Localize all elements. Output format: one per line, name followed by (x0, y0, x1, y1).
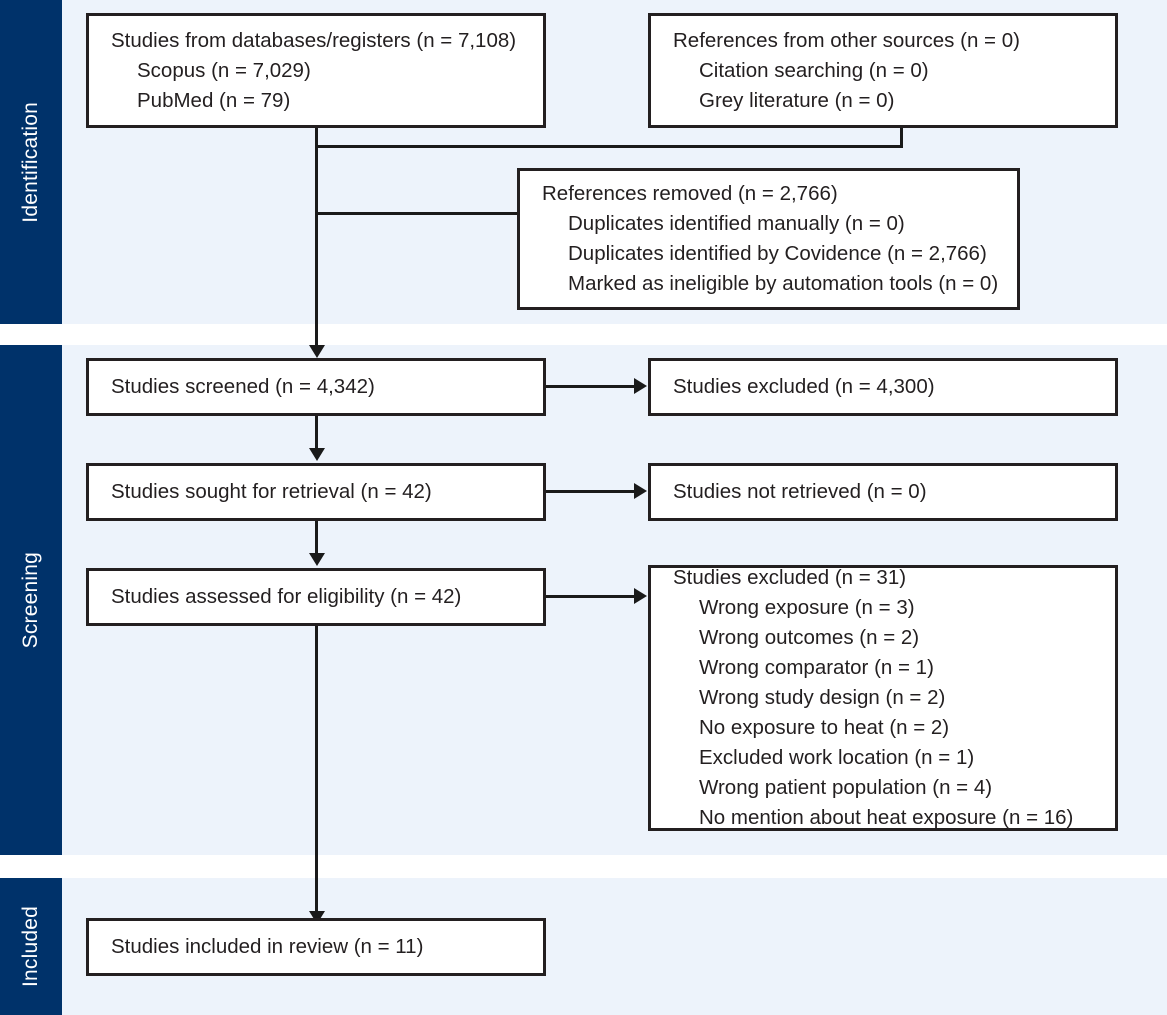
section-label-screening-text: Screening (19, 551, 42, 649)
arrowhead-studies-excluded-eligibility (634, 588, 647, 604)
box-other-sources[interactable]: References from other sources (n = 0) Ci… (648, 13, 1118, 128)
box-studies-included-line-0: Studies included in review (n = 11) (111, 935, 424, 958)
connector-screened-to-excluded (546, 385, 636, 388)
box-excluded-eligibility-line-7: Wrong patient population (n = 4) (699, 776, 993, 799)
box-excluded-eligibility-line-0: Studies excluded (n = 31) (673, 566, 907, 589)
arrowhead-studies-not-retrieved (634, 483, 647, 499)
connector-merge-down (315, 145, 318, 344)
connector-assessed-to-excluded (546, 595, 636, 598)
box-databases-line-2: PubMed (n = 79) (137, 88, 291, 112)
section-label-screening: Screening (0, 345, 62, 855)
box-databases-line-1: Scopus (n = 7,029) (137, 58, 311, 82)
box-other-sources-line-0: References from other sources (n = 0) (673, 28, 1020, 52)
box-references-removed-line-0: References removed (n = 2,766) (542, 182, 838, 205)
arrowhead-studies-excluded-screening (634, 378, 647, 394)
section-label-included-text: Included (19, 906, 42, 987)
section-label-identification-text: Identification (19, 101, 42, 223)
box-studies-assessed-for-eligibility[interactable]: Studies assessed for eligibility (n = 42… (86, 568, 546, 626)
box-references-removed-line-1: Duplicates identified manually (n = 0) (568, 212, 905, 235)
section-label-included: Included (0, 878, 62, 1015)
connector-screened-to-sought (315, 416, 318, 448)
box-databases-line-0: Studies from databases/registers (n = 7,… (111, 28, 517, 52)
box-other-sources-line-2: Grey literature (n = 0) (699, 88, 895, 112)
box-studies-screened-line-0: Studies screened (n = 4,342) (111, 375, 375, 398)
box-excluded-eligibility-line-2: Wrong outcomes (n = 2) (699, 626, 920, 649)
box-excluded-eligibility-line-3: Wrong comparator (n = 1) (699, 656, 934, 679)
box-studies-excluded-screening-line-0: Studies excluded (n = 4,300) (673, 375, 935, 398)
box-studies-screened[interactable]: Studies screened (n = 4,342) (86, 358, 546, 416)
arrowhead-studies-assessed (309, 553, 325, 566)
box-studies-sought-for-retrieval[interactable]: Studies sought for retrieval (n = 42) (86, 463, 546, 521)
box-other-sources-line-1: Citation searching (n = 0) (699, 58, 929, 82)
box-excluded-eligibility-line-1: Wrong exposure (n = 3) (699, 596, 915, 619)
box-excluded-eligibility-line-6: Excluded work location (n = 1) (699, 746, 975, 769)
box-studies-included-in-review[interactable]: Studies included in review (n = 11) (86, 918, 546, 976)
box-studies-sought-line-0: Studies sought for retrieval (n = 42) (111, 480, 432, 503)
section-label-identification: Identification (0, 0, 62, 324)
arrowhead-studies-sought (309, 448, 325, 461)
connector-other-sources-stub (900, 127, 903, 148)
connector-to-references-removed (315, 212, 530, 215)
box-studies-assessed-line-0: Studies assessed for eligibility (n = 42… (111, 585, 462, 608)
connector-sought-to-assessed (315, 521, 318, 553)
arrowhead-studies-screened (309, 345, 325, 358)
box-excluded-eligibility-line-4: Wrong study design (n = 2) (699, 686, 946, 709)
box-references-removed-line-2: Duplicates identified by Covidence (n = … (568, 242, 987, 265)
box-studies-not-retrieved-line-0: Studies not retrieved (n = 0) (673, 480, 927, 503)
box-references-removed-line-3: Marked as ineligible by automation tools… (568, 272, 999, 295)
box-excluded-eligibility-line-5: No exposure to heat (n = 2) (699, 716, 950, 739)
connector-databases-stub (315, 127, 318, 148)
box-studies-excluded-screening[interactable]: Studies excluded (n = 4,300) (648, 358, 1118, 416)
connector-assessed-to-included (315, 626, 318, 913)
connector-sought-to-not-retrieved (546, 490, 636, 493)
connector-merge-horizontal (315, 145, 903, 148)
box-references-removed[interactable]: References removed (n = 2,766) Duplicate… (517, 168, 1020, 310)
box-studies-not-retrieved[interactable]: Studies not retrieved (n = 0) (648, 463, 1118, 521)
box-databases-registers[interactable]: Studies from databases/registers (n = 7,… (86, 13, 546, 128)
box-excluded-eligibility-line-8: No mention about heat exposure (n = 16) (699, 806, 1074, 829)
box-studies-excluded-eligibility[interactable]: Studies excluded (n = 31) Wrong exposure… (648, 565, 1118, 831)
connector-to-studies-screened (315, 324, 318, 349)
